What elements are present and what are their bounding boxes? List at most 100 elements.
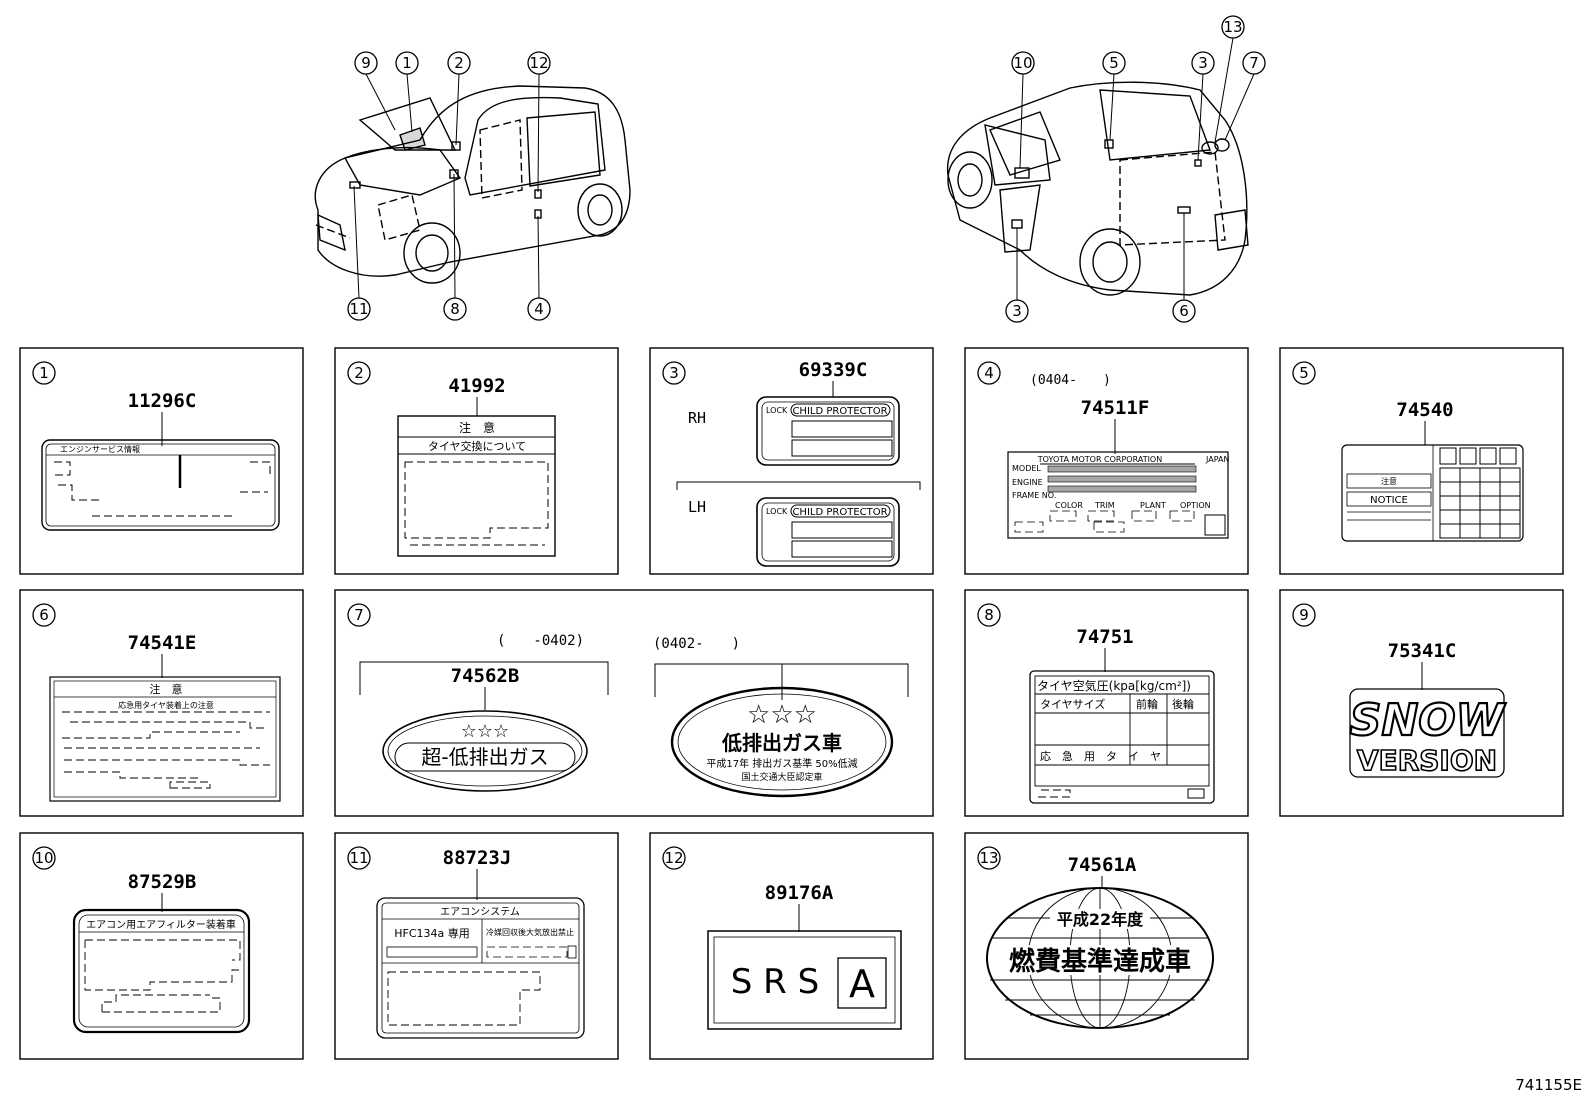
panel-4: 4 (0404- ) 74511F TOYOTA MOTOR CORPORATI… [977, 361, 1229, 539]
callout-3-rear: 3 [1191, 51, 1215, 75]
callout-11-front: 11 [347, 297, 371, 321]
svg-text:8: 8 [450, 300, 460, 318]
grid-cell [1439, 481, 1461, 497]
svg-text:1: 1 [402, 54, 412, 72]
svg-text:A: A [849, 962, 875, 1006]
svg-text:低排出ガス車: 低排出ガス車 [721, 731, 842, 755]
panel-12: 12 89176A S R S A [662, 846, 902, 1030]
svg-text:3: 3 [1012, 302, 1022, 320]
svg-text:7: 7 [1249, 54, 1259, 72]
part-number-74751: 74751 [1076, 626, 1133, 648]
grid-box [1459, 447, 1477, 465]
svg-text:10: 10 [34, 849, 53, 867]
callout-7-rear: 7 [1242, 51, 1266, 75]
svg-text:HFC134a 専用: HFC134a 専用 [394, 927, 470, 940]
part-number-75341C: 75341C [1388, 640, 1457, 662]
grid-cell [1479, 509, 1501, 525]
panel-2: 2 41992 注 意 タイヤ交換について [347, 361, 556, 557]
svg-text:PLANT: PLANT [1140, 501, 1166, 510]
svg-text:TOYOTA MOTOR CORPORATION: TOYOTA MOTOR CORPORATION [1037, 455, 1162, 464]
part-number-41992: 41992 [448, 375, 505, 397]
svg-text:6: 6 [39, 606, 49, 624]
svg-text:超-低排出ガス: 超-低排出ガス [421, 745, 548, 769]
svg-text:9: 9 [1299, 606, 1309, 624]
svg-text:SNOW: SNOW [1350, 695, 1507, 746]
grid-cell [1459, 523, 1481, 539]
grid-cell [1439, 467, 1461, 483]
grid-box [1439, 447, 1457, 465]
panel-3: 3 69339C RH LH LOCK CHILD PROTECTOR LOCK… [662, 359, 921, 567]
grid-box [1499, 447, 1517, 465]
grid-cell [1499, 523, 1521, 539]
panel-7: 7 ( -0402) (0402- ) 74562B ☆☆☆ 超-低排出ガス ☆… [347, 603, 909, 798]
drawing-number: 741155E [1515, 1076, 1582, 1094]
grid-cell [1479, 495, 1501, 511]
svg-text:2: 2 [454, 54, 464, 72]
rear-leader-lines [1016, 37, 1255, 300]
part-number-74561A: 74561A [1068, 854, 1137, 876]
grid-cell [1499, 495, 1521, 511]
svg-text:12: 12 [664, 849, 683, 867]
svg-text:( -0402): ( -0402) [497, 633, 584, 649]
svg-text:LOCK: LOCK [766, 406, 788, 415]
callout-8-front: 8 [443, 297, 467, 321]
part-number-74511F: 74511F [1081, 397, 1150, 419]
svg-text:エアコンシステム: エアコンシステム [440, 906, 520, 918]
svg-text:COLOR: COLOR [1055, 501, 1083, 510]
svg-text:ENGINE: ENGINE [1012, 478, 1043, 487]
grid-cell [1479, 467, 1501, 483]
grid-cell [1499, 481, 1521, 497]
svg-text:応 急 用 タ イ ヤ: 応 急 用 タ イ ヤ [1040, 749, 1161, 763]
part-number-74540: 74540 [1396, 399, 1453, 421]
svg-text:5: 5 [1299, 364, 1309, 382]
svg-text:平成22年度: 平成22年度 [1057, 910, 1144, 929]
panel-1: 1 11296C エンジンサービス情報 [32, 361, 280, 531]
grid-box [1479, 447, 1497, 465]
part-number-74562B: 74562B [451, 665, 520, 687]
svg-text:9: 9 [361, 54, 371, 72]
panel-8: 8 74751 タイヤ空気圧(kpa[kg/cm²]) タイヤサイズ 前輪 後輪… [977, 603, 1215, 804]
svg-text:13: 13 [1223, 18, 1242, 36]
grid-cell [1459, 509, 1481, 525]
panel-frames [19, 347, 1564, 1060]
svg-text:1: 1 [39, 364, 49, 382]
panel-11: 11 88723J エアコンシステム HFC134a 専用 冷媒回収後大気放出禁… [347, 846, 585, 1039]
callout-13-rear: 13 [1221, 15, 1245, 39]
svg-text:8: 8 [984, 606, 994, 624]
svg-text:6: 6 [1179, 302, 1189, 320]
part-number-88723J: 88723J [443, 847, 512, 869]
svg-text:4: 4 [534, 300, 544, 318]
svg-text:VERSION: VERSION [1357, 744, 1497, 777]
callout-2-front: 2 [447, 51, 471, 75]
svg-text:LH: LH [688, 498, 706, 516]
svg-text:3: 3 [669, 364, 679, 382]
svg-text:CHILD PROTECTOR: CHILD PROTECTOR [792, 507, 887, 518]
svg-text:燃費基準達成車: 燃費基準達成車 [1009, 946, 1191, 977]
callout-6-rear: 6 [1172, 299, 1196, 323]
svg-text:12: 12 [529, 54, 548, 72]
svg-text:タイヤ交換について: タイヤ交換について [428, 439, 526, 453]
svg-text:11: 11 [349, 849, 368, 867]
svg-text:注意: 注意 [1381, 476, 1397, 486]
svg-text:タイヤサイズ: タイヤサイズ [1040, 697, 1105, 711]
svg-text:7: 7 [354, 606, 364, 624]
panel-10: 10 87529B エアコン用エアフィルター装着車 [32, 846, 251, 1034]
grid-cell [1439, 509, 1461, 525]
svg-text:(0402- ): (0402- ) [653, 636, 740, 652]
svg-text:国土交通大臣認定車: 国土交通大臣認定車 [741, 771, 822, 783]
front-vehicle-illustration [314, 85, 631, 284]
svg-text:4: 4 [984, 364, 994, 382]
svg-text:後輪: 後輪 [1172, 697, 1194, 711]
svg-text:前輪: 前輪 [1136, 697, 1158, 711]
svg-text:注 意: 注 意 [459, 420, 495, 435]
callout-10-rear: 10 [1011, 51, 1035, 75]
svg-text:OPTION: OPTION [1180, 501, 1211, 510]
part-number-87529B: 87529B [128, 871, 197, 893]
svg-text:☆☆☆: ☆☆☆ [461, 721, 509, 742]
svg-text:エアコン用エアフィルター装着車: エアコン用エアフィルター装着車 [86, 918, 236, 931]
callout-1-front: 1 [395, 51, 419, 75]
rear-vehicle-illustration [946, 81, 1249, 296]
svg-text:5: 5 [1109, 54, 1119, 72]
grid-cell [1439, 495, 1461, 511]
